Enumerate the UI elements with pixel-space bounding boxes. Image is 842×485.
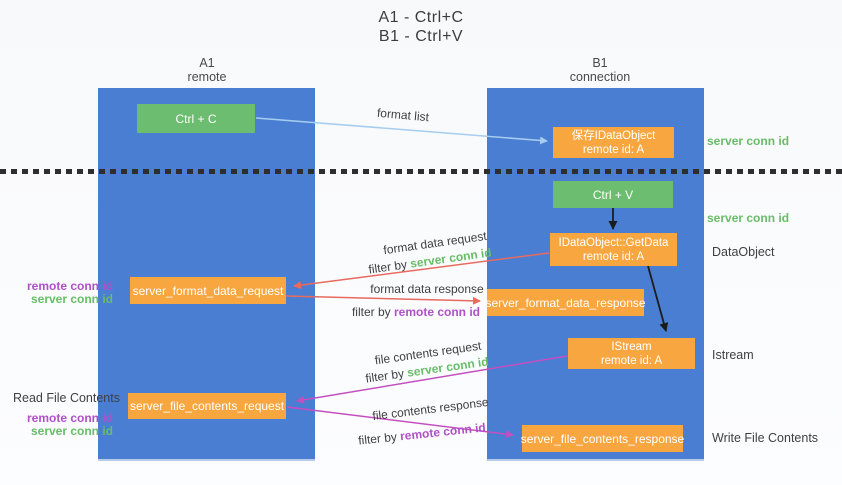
- remote-conn-id-token: remote conn id: [394, 305, 481, 319]
- label-filter-by-remote-conn-id-1: filter by remote conn id: [341, 305, 491, 319]
- label-file-contents-response: file contents response: [371, 394, 490, 424]
- node-server-file-contents-response: server_file_contents_response: [520, 425, 685, 452]
- node-istream: IStream remote id: A: [568, 338, 695, 369]
- title-line-2: B1 - Ctrl+V: [378, 28, 464, 45]
- filter-by-text: filter by: [367, 257, 408, 277]
- node-save-dataobject: 保存IDataObject remote id: A: [553, 127, 674, 158]
- getdata-line2: remote id: A: [582, 250, 645, 263]
- label-server-conn-id-left-2: server conn id: [30, 424, 113, 438]
- title-line-1: A1 - Ctrl+C: [378, 9, 464, 26]
- label-server-conn-id-left-1: server conn id: [30, 292, 113, 306]
- format-request-label: server_format_data_request: [132, 283, 284, 298]
- node-server-file-contents-request: server_file_contents_request: [128, 393, 286, 419]
- istream-line2: remote id: A: [600, 354, 663, 367]
- node-idataobject-getdata: IDataObject::GetData remote id: A: [550, 233, 677, 266]
- ctrl-c-label: Ctrl + C: [175, 111, 217, 126]
- lane-header-a1: A1 remote: [147, 56, 267, 84]
- node-ctrl-c: Ctrl + C: [137, 104, 255, 133]
- filter-by-text: filter by: [364, 366, 405, 386]
- copy-paste-divider: [0, 169, 842, 174]
- getdata-line1: IDataObject::GetData: [558, 236, 669, 249]
- istream-line1: IStream: [611, 340, 652, 353]
- label-server-conn-id-top-right: server conn id: [707, 134, 790, 148]
- label-server-conn-id-mid-right: server conn id: [707, 211, 790, 225]
- lane-b1-name: B1: [592, 56, 608, 70]
- label-dataobject: DataObject: [712, 245, 775, 259]
- format-response-label: server_format_data_response: [485, 295, 646, 310]
- label-remote-conn-id-left-2: remote conn id: [26, 411, 113, 425]
- arrow-format-data-response: [285, 295, 481, 305]
- label-remote-conn-id-left-1: remote conn id: [26, 279, 113, 293]
- node-server-format-data-request: server_format_data_request: [130, 277, 286, 304]
- node-ctrl-v: Ctrl + V: [553, 181, 673, 208]
- label-format-data-response: format data response: [370, 282, 484, 296]
- lane-a1-name: A1: [199, 56, 215, 70]
- remote-conn-id-token: remote conn id: [399, 420, 487, 444]
- save-dataobject-line2: remote id: A: [582, 143, 645, 156]
- file-response-label: server_file_contents_response: [520, 431, 685, 446]
- ctrl-v-label: Ctrl + V: [592, 187, 634, 202]
- file-request-label: server_file_contents_request: [129, 399, 285, 413]
- label-format-list: format list: [376, 105, 430, 125]
- lane-header-b1: B1 connection: [540, 56, 660, 84]
- filter-by-text: filter by: [357, 429, 398, 448]
- label-read-file-contents: Read File Contents: [12, 391, 120, 405]
- label-istream-right: Istream: [712, 348, 754, 362]
- diagram-title: A1 - Ctrl+C B1 - Ctrl+V: [0, 8, 842, 46]
- filter-by-text: filter by: [351, 305, 391, 319]
- label-write-file-contents: Write File Contents: [712, 431, 819, 445]
- label-filter-by-remote-conn-id-2: filter by remote conn id: [347, 419, 498, 449]
- lane-b1-role: connection: [569, 70, 631, 84]
- save-dataobject-line1: 保存IDataObject: [571, 129, 656, 142]
- node-server-format-data-response: server_format_data_response: [485, 289, 646, 316]
- lane-a1-role: remote: [187, 70, 227, 84]
